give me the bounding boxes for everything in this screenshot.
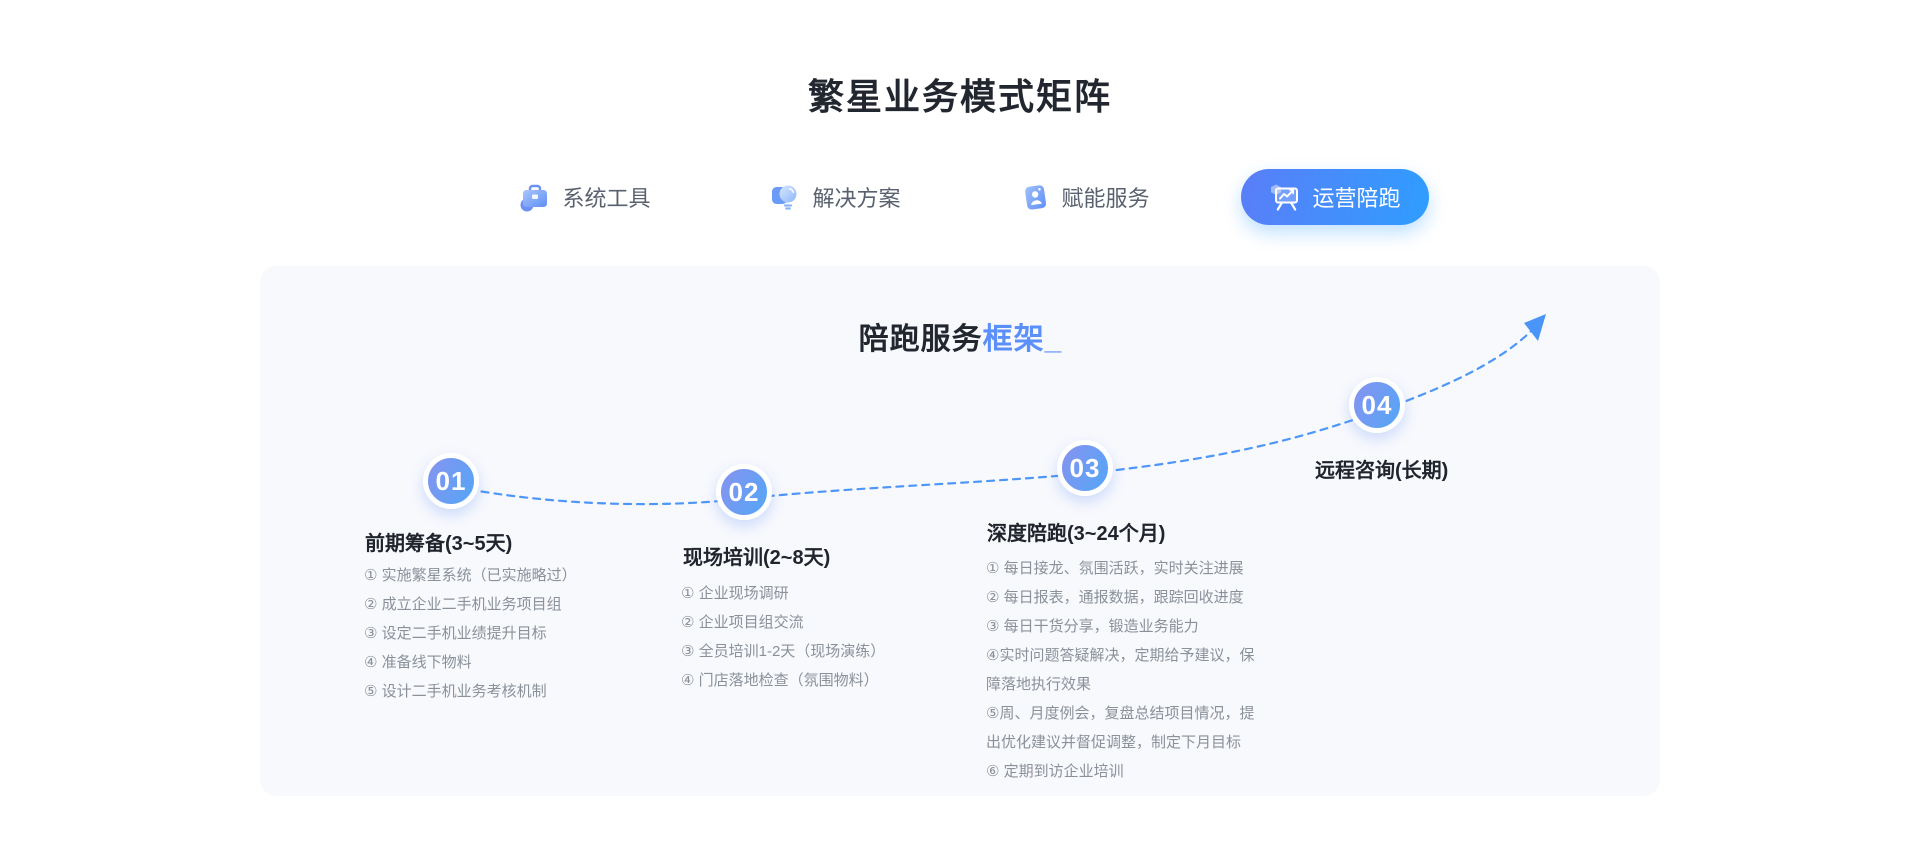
presentation-chart-icon xyxy=(1269,182,1301,212)
step-circle-01: 01 xyxy=(423,453,479,509)
step-heading-02: 现场培训(2~8天) xyxy=(683,547,831,569)
tab-solutions[interactable]: 解决方案 xyxy=(759,169,910,225)
step-list-03: ① 每日接龙、氛围活跃，实时关注进展 ② 每日报表，通报数据，跟踪回收进度 ③ 每日… xyxy=(986,554,1268,786)
briefcase-icon xyxy=(519,182,551,212)
list-item: ⑤ 设计二手机业务考核机制 xyxy=(364,683,547,700)
list-item: ④实时问题答疑解决，定期给予建议，保障落地执行效果 xyxy=(986,647,1255,693)
list-item: ⑤周、月度例会，复盘总结项目情况，提出优化建议并督促调整，制定下月目标 xyxy=(986,705,1255,751)
step-number: 01 xyxy=(435,465,467,496)
step-circle-03: 03 xyxy=(1057,440,1113,496)
step-heading-01: 前期筹备(3~5天) xyxy=(365,533,513,555)
tab-bar: 系统工具 xyxy=(0,168,1920,226)
tab-label: 系统工具 xyxy=(562,186,651,211)
growth-curve xyxy=(454,314,1546,506)
step-heading-03: 深度陪跑(3~24个月) xyxy=(987,523,1166,545)
list-item: ③ 设定二手机业绩提升目标 xyxy=(364,625,547,642)
tab-slot: 赋能服务 xyxy=(960,169,1210,225)
card-title-main: 陪跑服务 xyxy=(858,323,983,356)
arrowhead xyxy=(1524,314,1546,341)
list-item: ④ 准备线下物料 xyxy=(364,654,472,671)
service-framework-card: 陪跑服务框架_ 01 前期筹备(3~5天) ① 实施繁星系统（已实施略过） ② 成… xyxy=(260,266,1660,796)
step-list-02: ① 企业现场调研 ② 企业项目组交流 ③ 全员培训1-2天（现场演练） ④ 门店落地检… xyxy=(681,579,981,695)
card-title: 陪跑服务框架_ xyxy=(260,314,1660,358)
list-item: ① 企业现场调研 xyxy=(681,585,789,602)
list-item: ① 每日接龙、氛围活跃，实时关注进展 xyxy=(986,560,1244,577)
card-title-underscore: _ xyxy=(1044,323,1062,356)
page-title: 繁星业务模式矩阵 xyxy=(807,76,1112,117)
step-heading-04: 远程咨询(长期) xyxy=(1315,460,1449,482)
step-list-01: ① 实施繁星系统（已实施略过） ② 成立企业二手机业务项目组 ③ 设定二手机业绩提升… xyxy=(364,561,664,706)
tab-system-tools[interactable]: 系统工具 xyxy=(509,169,660,225)
list-item: ② 成立企业二手机业务项目组 xyxy=(364,596,562,613)
list-item: ③ 每日干货分享，锻造业务能力 xyxy=(986,618,1199,635)
tab-slot: 运营陪跑 xyxy=(1210,169,1460,225)
list-item: ⑥ 定期到访企业培训 xyxy=(986,763,1124,780)
tab-label: 解决方案 xyxy=(812,186,901,211)
tab-label: 运营陪跑 xyxy=(1312,186,1401,211)
tab-operation-accompany[interactable]: 运营陪跑 xyxy=(1241,169,1429,225)
tab-slot: 系统工具 xyxy=(460,169,710,225)
list-item: ② 企业项目组交流 xyxy=(681,614,804,631)
step-number: 02 xyxy=(728,476,760,507)
tab-empower-services[interactable]: 赋能服务 xyxy=(1010,169,1159,225)
lightbulb-icon xyxy=(769,181,801,213)
step-number: 03 xyxy=(1069,452,1101,483)
list-item: ④ 门店落地检查（氛围物料） xyxy=(681,672,879,689)
tab-label: 赋能服务 xyxy=(1061,186,1150,211)
step-circle-04: 04 xyxy=(1349,377,1405,433)
list-item: ② 每日报表，通报数据，跟踪回收进度 xyxy=(986,589,1244,606)
list-item: ③ 全员培训1-2天（现场演练） xyxy=(681,643,886,660)
tab-slot: 解决方案 xyxy=(710,169,960,225)
empower-card-icon xyxy=(1020,181,1050,213)
step-number: 04 xyxy=(1361,389,1393,420)
list-item: ① 实施繁星系统（已实施略过） xyxy=(364,567,577,584)
card-title-accent: 框架 xyxy=(982,323,1045,356)
step-circle-02: 02 xyxy=(716,464,772,520)
